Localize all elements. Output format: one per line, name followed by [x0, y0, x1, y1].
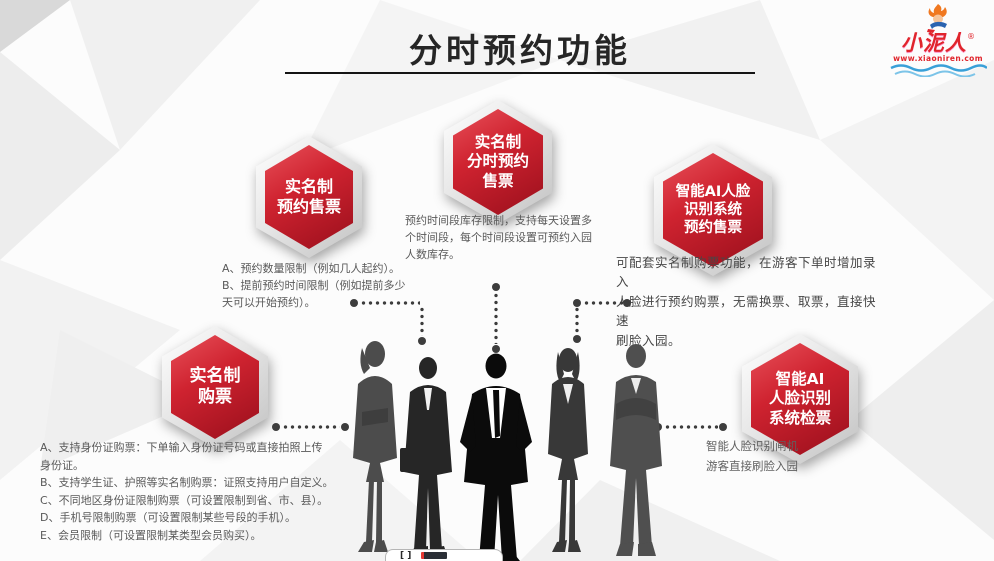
hexagon-label-line: 识别系统 — [684, 201, 742, 218]
footer-tab-label: [ ] — [400, 551, 412, 561]
business-people-silhouettes — [353, 341, 662, 561]
hexagon-ai-face-check: 智能AI 人脸识别 系统检票 — [742, 334, 858, 464]
hexagon-label-line: 智能AI人脸 — [675, 183, 751, 200]
hexagon-label-line: 智能AI — [775, 369, 825, 388]
hexagon-label-line: 分时预约 — [466, 152, 529, 171]
brand-name: 小泥人 — [901, 31, 967, 55]
note-ai-reserve-detail: 可配套实名制购票功能，在游客下单时增加录入 人脸进行预约购票，无需换票、取票，直… — [616, 255, 877, 348]
page-title: 分时预约功能 — [409, 31, 631, 70]
mascot-icon — [927, 4, 947, 33]
registered-mark: ® — [967, 32, 975, 41]
note-gate-check: 智能人脸识别闸机 游客直接刷脸入园 — [706, 439, 798, 474]
hexagon-label-line: 系统检票 — [768, 408, 831, 427]
wave-icon — [890, 63, 987, 77]
brand-logo: 小泥人® www.xiaoniren.com — [884, 3, 992, 77]
hexagon-label-line: 实名制 — [474, 132, 522, 151]
hexagon-realname-purchase: 实名制 购票 — [162, 326, 268, 448]
hexagon-label-line: 预约售票 — [684, 220, 742, 237]
hexagon-label-line: 购票 — [198, 387, 232, 407]
hexagon-realname-timeshare-ticketing: 实名制 分时预约 售票 — [444, 100, 552, 224]
hexagon-label-line: 人脸识别 — [768, 389, 831, 408]
footer-tab[interactable]: [ ] — [385, 549, 503, 561]
brand-url: www.xiaoniren.com — [893, 54, 983, 63]
hexagon-realname-reserve-ticketing: 实名制 预约售票 — [256, 136, 362, 258]
hexagon-label-line: 实名制 — [284, 177, 333, 196]
note-reservation-limits: A、预约数量限制（例如几人起约）。 B、提前预约时间限制（例如提前多少 天可以开… — [222, 262, 406, 310]
hexagon-ai-face-reserve-ticketing: 智能AI人脸 识别系统 预约售票 — [654, 144, 772, 276]
hexagon-label-line: 售票 — [482, 171, 514, 190]
note-timeslot-inventory: 预约时间段库存限制，支持每天设置多 个时间段，每个时间段设置可预约入园 人数库存… — [405, 214, 592, 262]
note-realname-rules: A、支持身份证购票：下单输入身份证号码或直接拍照上传 身份证。 B、支持学生证、… — [40, 441, 334, 542]
hexagon-label-line: 实名制 — [189, 365, 241, 386]
title-underline — [285, 72, 755, 74]
hexagon-label-line: 预约售票 — [276, 197, 341, 216]
footer-tab-icon — [421, 552, 448, 559]
